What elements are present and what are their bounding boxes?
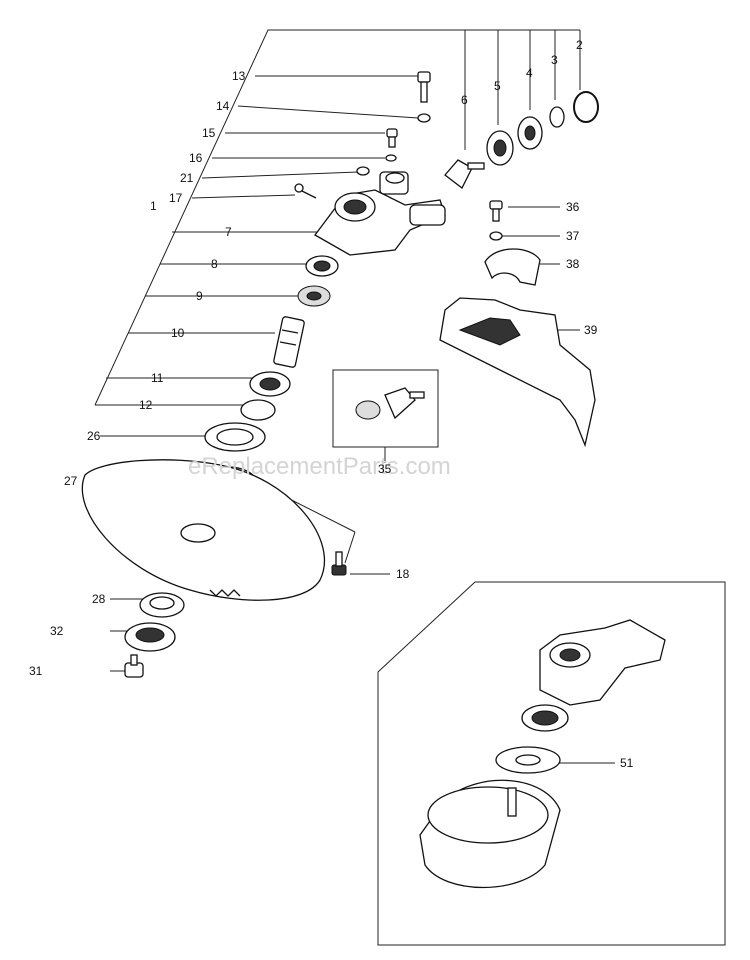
- callout-1: 1: [150, 199, 157, 213]
- shaft-10: [273, 316, 305, 368]
- callout-15: 15: [202, 126, 216, 140]
- callout-27: 27: [64, 474, 78, 488]
- callout-10: 10: [171, 326, 185, 340]
- bolt-18: [331, 551, 347, 576]
- bearing-11: [249, 371, 291, 397]
- callout-28: 28: [92, 592, 106, 606]
- inset-35: [332, 369, 439, 448]
- ring-3: [549, 106, 565, 128]
- main-frame: [94, 29, 581, 406]
- ring-12: [240, 399, 276, 421]
- callout-51: 51: [620, 756, 634, 770]
- callout-9: 9: [196, 289, 203, 303]
- gear-housing-7: [314, 171, 446, 256]
- cup-28: [139, 592, 185, 618]
- callout-12: 12: [139, 398, 153, 412]
- washer-21: [356, 166, 370, 176]
- bearing-8: [305, 255, 339, 277]
- bearing-4: [517, 116, 543, 150]
- pinion-6: [444, 159, 485, 189]
- gear-9: [297, 285, 331, 307]
- callout-38: 38: [566, 257, 580, 271]
- callout-3: 3: [551, 53, 558, 67]
- bolt-36: [489, 200, 503, 222]
- callout-4: 4: [526, 66, 533, 80]
- screw-17: [294, 183, 317, 199]
- blade: [81, 459, 326, 601]
- callout-39: 39: [584, 323, 598, 337]
- leader-lines: [95, 75, 615, 764]
- callout-2: 2: [576, 38, 583, 52]
- callout-11: 11: [151, 371, 164, 385]
- guard-39: [439, 297, 596, 448]
- snap-ring-2: [573, 91, 599, 123]
- callout-7: 7: [225, 225, 232, 239]
- callout-21: 21: [180, 171, 194, 185]
- callout-5: 5: [494, 79, 501, 93]
- bolt-15: [386, 128, 398, 148]
- callout-14: 14: [216, 99, 230, 113]
- watermark: eReplacementParts.com: [188, 453, 451, 480]
- callout-18: 18: [396, 567, 410, 581]
- callout-31: 31: [29, 664, 43, 678]
- callout-32: 32: [50, 624, 64, 638]
- callout-8: 8: [211, 257, 218, 271]
- clamp-38: [484, 248, 541, 286]
- inset-trimmer-head: [377, 581, 726, 946]
- washer-16: [385, 154, 397, 162]
- washer-37: [489, 231, 503, 241]
- bearing-5: [486, 130, 514, 166]
- callout-37: 37: [566, 229, 580, 243]
- nut-31: [124, 654, 144, 678]
- callout-6: 6: [461, 93, 468, 107]
- callout-17: 17: [169, 191, 183, 205]
- callout-13: 13: [232, 69, 246, 83]
- callout-16: 16: [189, 151, 203, 165]
- callout-labels: 13 14 15 16 21 17 1 7 8 9 10 11 12 26 27…: [29, 38, 634, 770]
- cover-32: [124, 622, 176, 652]
- callout-35: 35: [378, 462, 392, 476]
- callout-36: 36: [566, 200, 580, 214]
- bolt-13: [417, 71, 431, 103]
- washer-14: [417, 113, 431, 123]
- washer-26: [204, 422, 266, 452]
- callout-26: 26: [87, 429, 101, 443]
